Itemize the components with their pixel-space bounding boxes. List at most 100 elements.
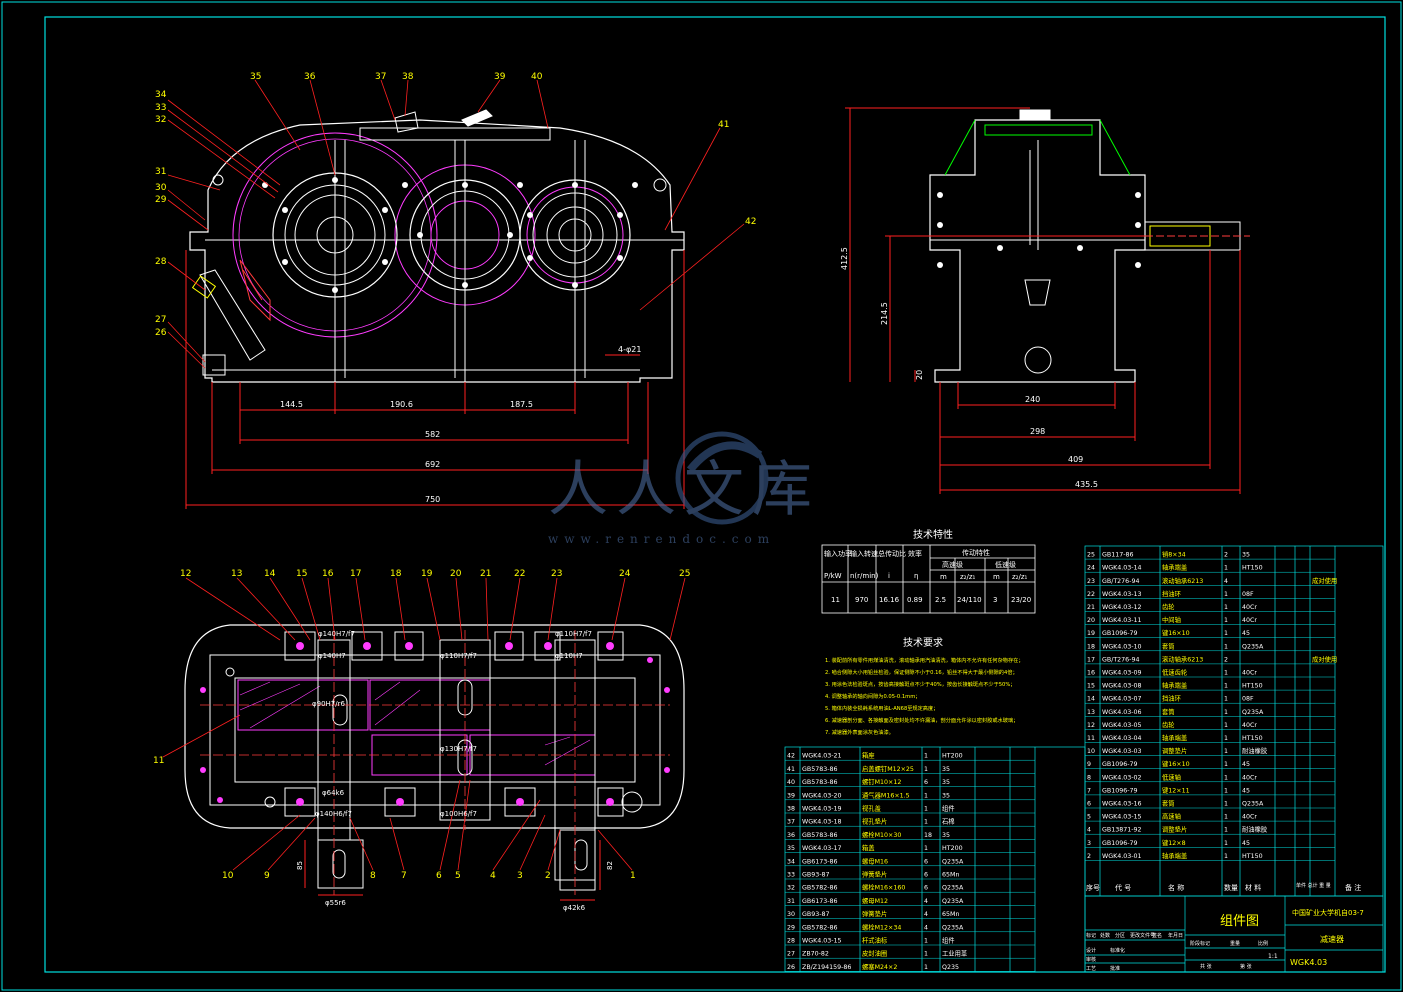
fit-label: φ110H7 bbox=[555, 652, 583, 660]
bom-cell: WGK4.03-17 bbox=[802, 845, 842, 852]
bom-cell: 1 bbox=[1224, 617, 1228, 624]
tc-sub: η bbox=[914, 572, 918, 580]
bom-cell: HT200 bbox=[942, 753, 963, 760]
bom-cell: 1 bbox=[1224, 722, 1228, 729]
shaft-dim: 85 bbox=[296, 861, 304, 870]
front-dimensions: 144.5 190.6 187.5 582 692 750 4-φ21 bbox=[280, 345, 641, 504]
tech-req-line: 6. 减速器剖分面、各接触面及密封处均不许漏油，剖分面允许涂以密封胶或水玻璃； bbox=[825, 716, 1018, 724]
bom-cell: 耐油橡胶 bbox=[1242, 746, 1268, 755]
bom-cell: 弹簧垫片 bbox=[862, 870, 887, 879]
callout-26: 26 bbox=[155, 328, 167, 338]
bom-cell: 40Cr bbox=[1242, 604, 1257, 611]
callout-27: 27 bbox=[155, 315, 166, 325]
bom-cell: 4 bbox=[924, 911, 928, 918]
bom-cell: 螺栓M16×160 bbox=[862, 883, 905, 892]
tech-req-title: 技术要求 bbox=[903, 636, 943, 649]
bom-cell: 调整垫片 bbox=[1162, 825, 1187, 834]
watermark-url: www.renrendoc.com bbox=[548, 532, 775, 546]
bom-cell: 33 bbox=[787, 872, 795, 879]
inner-frame bbox=[44, 16, 1386, 973]
bom-col-header: 备 注 bbox=[1345, 883, 1361, 892]
callout-10: 10 bbox=[222, 871, 234, 881]
bom-cell: 35 bbox=[787, 845, 795, 852]
bom-cell: 螺栓M12×34 bbox=[862, 922, 901, 931]
bom-col-header: 代 号 bbox=[1115, 883, 1131, 892]
title-block-label: 标记 bbox=[1086, 932, 1096, 939]
bom-cell: 26 bbox=[787, 964, 795, 971]
callout-6: 6 bbox=[436, 871, 442, 881]
front-callouts: 35 36 37 38 39 40 41 42 34 33 32 31 30 2… bbox=[155, 72, 756, 338]
bom-cell: 1 bbox=[1224, 604, 1228, 611]
bom-cell: GB1096-79 bbox=[1102, 630, 1138, 637]
bom-cell: 1 bbox=[1224, 709, 1228, 716]
title-block-label: 年月日 bbox=[1168, 932, 1183, 939]
bom-cell: 19 bbox=[1087, 630, 1095, 637]
bom-grid bbox=[784, 545, 1384, 973]
bom-cell: WGK4.03-07 bbox=[1102, 696, 1142, 703]
title-block-label: 标准化 bbox=[1110, 947, 1125, 954]
bom-cell: HT200 bbox=[942, 845, 963, 852]
bom-cell: 1 bbox=[1224, 696, 1228, 703]
callout-31: 31 bbox=[155, 167, 166, 177]
title-block-label: 工艺 bbox=[1086, 966, 1096, 972]
callout-9: 9 bbox=[264, 871, 270, 881]
bom-cell: 齿轮 bbox=[1162, 720, 1175, 729]
bom-cell: 螺钉M10×12 bbox=[862, 777, 901, 786]
callout-12: 12 bbox=[180, 569, 191, 579]
bom-cell: GB6173-86 bbox=[802, 898, 838, 905]
school-name: 中国矿业大学机自03-7 bbox=[1292, 908, 1364, 917]
bom-cell: GB93-87 bbox=[802, 911, 830, 918]
shaft-dim: 82 bbox=[606, 861, 614, 870]
bom-cell: WGK4.03-19 bbox=[802, 806, 842, 813]
bom-cell: 35 bbox=[942, 766, 950, 773]
title-block: 组件图 中国矿业大学机自03-7 减速器 WGK4.03 1:1 标记处数分区更… bbox=[1086, 908, 1364, 972]
fit-label: φ110H7/f7 bbox=[440, 652, 477, 660]
callout-8: 8 bbox=[370, 871, 376, 881]
callout-21: 21 bbox=[480, 569, 491, 579]
bom-cell: Q235A bbox=[1242, 801, 1264, 808]
bom-cell: 挡油环 bbox=[1162, 694, 1181, 703]
top-callouts: 12 13 14 15 16 17 18 19 20 21 22 23 24 2… bbox=[153, 569, 690, 881]
dim-298: 298 bbox=[1030, 427, 1045, 436]
bom-col-header: 单件 总计 重 量 bbox=[1296, 882, 1331, 889]
bom-cell: 箱盖 bbox=[862, 843, 875, 852]
callout-41: 41 bbox=[718, 120, 729, 130]
tc-val: 23/20 bbox=[1011, 596, 1031, 604]
bom-cell: 高速轴 bbox=[1162, 812, 1181, 821]
title-block-label: 分区 bbox=[1115, 932, 1125, 939]
bom-cell: 4 bbox=[1224, 578, 1228, 585]
tc-val: 3 bbox=[993, 596, 997, 604]
bom-cell: WGK4.03-05 bbox=[1102, 722, 1142, 729]
tc-sub2: z₂/z₁ bbox=[1012, 573, 1028, 581]
bom-cell: 轴承端盖 bbox=[1162, 563, 1188, 572]
bom-cell: GB5783-86 bbox=[802, 779, 838, 786]
callout-32: 32 bbox=[155, 115, 166, 125]
fit-label: φ90H7/r6 bbox=[312, 700, 345, 708]
watermark-logo bbox=[675, 431, 769, 525]
bom-cell: 4 bbox=[924, 924, 928, 931]
bom-cell: 18 bbox=[1087, 643, 1095, 650]
bom-cell: 41 bbox=[787, 766, 795, 773]
bom-col-header: 名 称 bbox=[1168, 883, 1184, 892]
bom-cell: 成对使用 bbox=[1312, 654, 1337, 663]
callout-16: 16 bbox=[322, 569, 334, 579]
bom-cell: 齿轮 bbox=[1162, 602, 1175, 611]
bom-cell: 8 bbox=[1087, 774, 1091, 781]
bom-cell: 组件 bbox=[942, 804, 955, 813]
title-block-label: 签名 bbox=[1152, 932, 1162, 939]
bom-cell: 23 bbox=[1087, 578, 1095, 585]
callout-39: 39 bbox=[494, 72, 506, 82]
fit-label: φ130H7/f7 bbox=[440, 745, 477, 753]
title-block-label: 审核 bbox=[1086, 956, 1096, 963]
bom-header: 序号 代 号 名 称 数量 材 料 单件 总计 重 量 备 注 bbox=[1086, 882, 1361, 892]
bom-cell: 15 bbox=[1087, 683, 1095, 690]
bom-cell: 1 bbox=[924, 951, 928, 958]
callout-25: 25 bbox=[679, 569, 690, 579]
bom-cell: 1 bbox=[1224, 643, 1228, 650]
bom-cell: 36 bbox=[787, 832, 795, 839]
title-block-label: 更改文件号 bbox=[1130, 932, 1155, 939]
bom-cell: 35 bbox=[942, 792, 950, 799]
bom-cell: 34 bbox=[787, 858, 795, 865]
tc-sub2: m bbox=[993, 573, 1000, 581]
